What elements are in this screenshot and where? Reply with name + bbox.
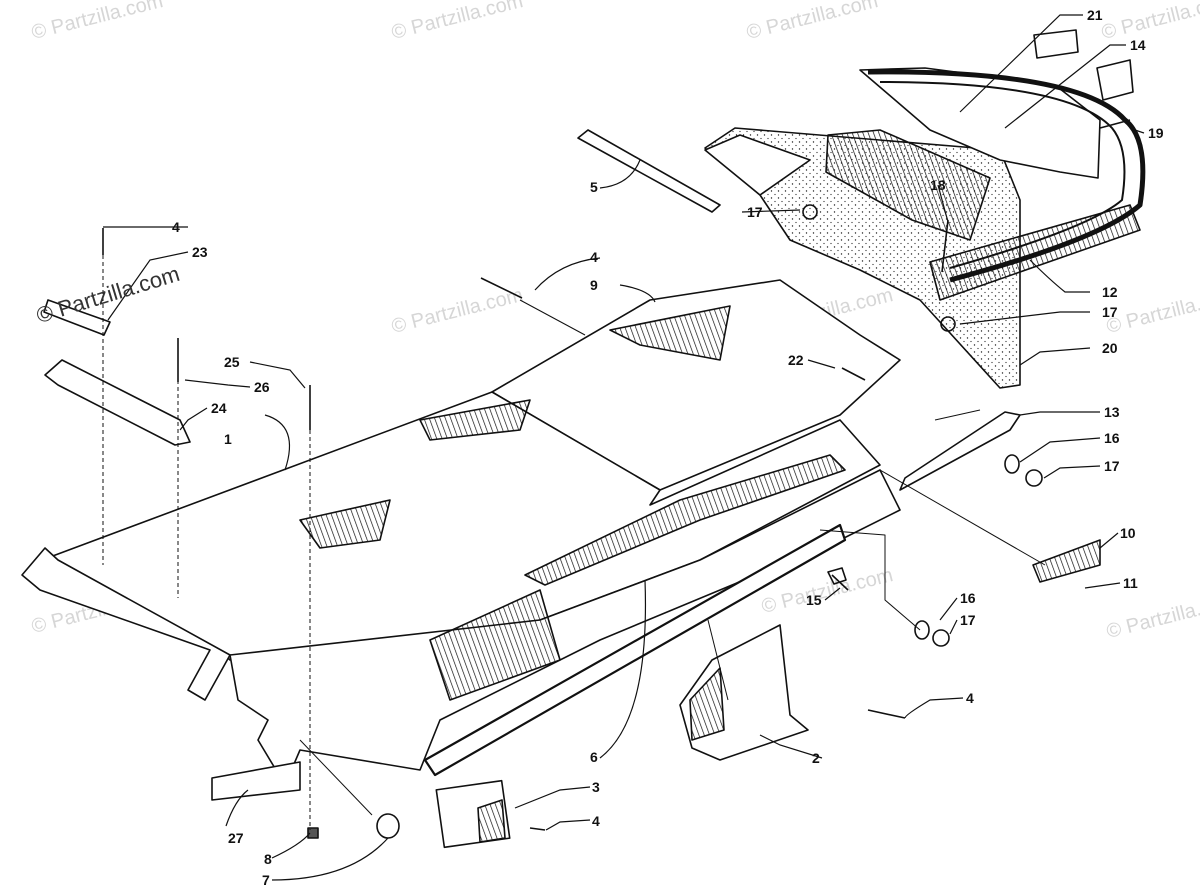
callout-4-hitch: 4 xyxy=(966,690,974,706)
callout-18: 18 xyxy=(930,177,946,193)
bolt-15 xyxy=(827,567,849,591)
decal-14 xyxy=(1096,59,1134,101)
rivet-4-mid xyxy=(480,277,523,299)
callout-7: 7 xyxy=(262,872,270,888)
guide-10 xyxy=(879,469,1046,566)
tunnel-shade-2 xyxy=(419,399,531,441)
callout-12: 12 xyxy=(1102,284,1118,300)
decal-21 xyxy=(1033,29,1079,59)
tunnel-side xyxy=(229,469,901,786)
guide-13 xyxy=(934,409,981,421)
rear-plate xyxy=(929,204,1141,301)
callout-labels: 1 2 3 4 4 4 4 4 5 6 7 8 9 10 11 12 13 14… xyxy=(172,7,1164,888)
rivet-4-plate xyxy=(529,827,546,831)
callout-5: 5 xyxy=(590,179,598,195)
callout-2: 2 xyxy=(812,750,820,766)
callout-8: 8 xyxy=(264,851,272,867)
guide-2 xyxy=(707,619,729,701)
callout-17c: 17 xyxy=(1104,458,1120,474)
nut-17b xyxy=(940,316,956,332)
axle-rod xyxy=(899,411,1021,491)
running-board xyxy=(524,454,846,586)
grille xyxy=(825,129,991,241)
leader-lines xyxy=(103,14,1145,881)
callout-16b: 16 xyxy=(960,590,976,606)
callout-10: 10 xyxy=(1120,525,1136,541)
rear-plate-side xyxy=(704,134,811,196)
guide-7 xyxy=(299,739,373,816)
reflector xyxy=(1032,539,1101,583)
callout-3: 3 xyxy=(592,779,600,795)
bracket-23 xyxy=(43,299,111,336)
channel xyxy=(211,761,301,801)
callout-22: 22 xyxy=(788,352,804,368)
washer-16a xyxy=(1004,454,1020,474)
callout-4-plate: 4 xyxy=(592,813,600,829)
nut-17d xyxy=(932,629,950,647)
callout-11: 11 xyxy=(1123,575,1138,591)
rivet-4-hitch xyxy=(867,709,906,719)
callout-6: 6 xyxy=(590,749,598,765)
callout-4-mid: 4 xyxy=(590,249,598,265)
callout-15: 15 xyxy=(806,592,822,608)
callout-19: 19 xyxy=(1148,125,1164,141)
bolt-19 xyxy=(1099,119,1131,129)
callout-13: 13 xyxy=(1104,404,1120,420)
callout-17a: 17 xyxy=(747,204,763,220)
callout-16a: 16 xyxy=(1104,430,1120,446)
callout-9: 9 xyxy=(590,277,598,293)
rear-panel xyxy=(491,279,901,491)
side-rail xyxy=(423,523,847,777)
callout-4-top: 4 xyxy=(172,219,180,235)
plug xyxy=(307,827,319,839)
bolt-22 xyxy=(841,367,866,381)
callout-24: 24 xyxy=(211,400,227,416)
plate-shade xyxy=(477,799,506,843)
callout-17b: 17 xyxy=(1102,304,1118,320)
tunnel-front-edge xyxy=(21,547,231,701)
bracket-24 xyxy=(44,359,191,446)
nut-17a xyxy=(802,204,818,220)
parts-artwork xyxy=(21,29,1146,849)
callout-23: 23 xyxy=(192,244,208,260)
washer-16b xyxy=(914,620,930,640)
hitch-shade xyxy=(689,667,725,741)
guide-9 xyxy=(519,299,586,336)
callout-21: 21 xyxy=(1087,7,1103,23)
callout-26: 26 xyxy=(254,379,270,395)
callout-25: 25 xyxy=(224,354,240,370)
bolt-18 xyxy=(941,219,949,273)
callout-14: 14 xyxy=(1130,37,1146,53)
tunnel-shade-1 xyxy=(299,499,391,549)
guide-15 xyxy=(819,529,921,631)
rear-panel-shade xyxy=(609,305,731,361)
flap-strip xyxy=(577,129,721,213)
callout-1: 1 xyxy=(224,431,232,447)
callout-20: 20 xyxy=(1102,340,1118,356)
tunnel-shade-3 xyxy=(429,589,561,701)
grommet xyxy=(376,813,400,839)
callout-27: 27 xyxy=(228,830,244,846)
callout-17d: 17 xyxy=(960,612,976,628)
nut-17c xyxy=(1025,469,1043,487)
